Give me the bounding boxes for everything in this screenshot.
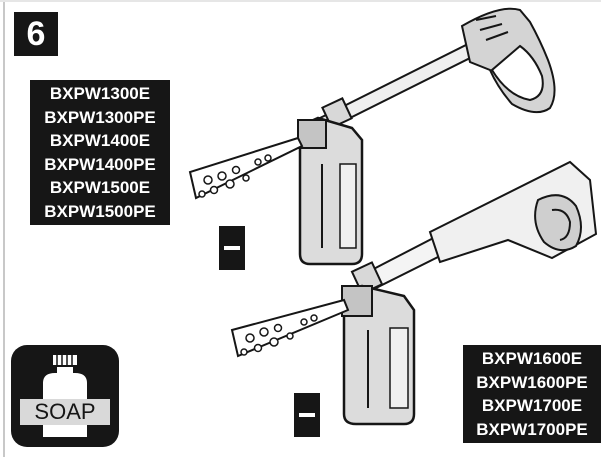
soap-bottle-icon xyxy=(43,355,87,437)
model-name: BXPW1600PE xyxy=(476,372,588,392)
spray-gun-icon xyxy=(318,7,556,132)
step-number: 6 xyxy=(14,12,58,56)
spray-mist-icon xyxy=(230,298,350,358)
model-name: BXPW1400E xyxy=(49,131,151,150)
detergent-tank-icon xyxy=(341,284,416,426)
model-name: BXPW1300PE xyxy=(44,107,156,127)
model-name: BXPW1500PE xyxy=(44,201,156,221)
soap-label: SOAP xyxy=(20,399,110,425)
spray-gun-icon xyxy=(350,160,598,295)
model-list-2: BXPW1600E BXPW1600PE BXPW1700E BXPW1700P… xyxy=(463,345,601,443)
model-name: BXPW1600E xyxy=(481,349,583,368)
detergent-tank-icon xyxy=(297,116,364,266)
minus-icon xyxy=(219,226,245,270)
soap-icon xyxy=(11,345,119,447)
model-name: BXPW1700E xyxy=(481,396,583,415)
minus-icon xyxy=(294,393,320,437)
model-list-1: BXPW1300E BXPW1300PE BXPW1400E BXPW1400P… xyxy=(30,80,170,225)
model-name: BXPW1400PE xyxy=(44,154,156,174)
model-name: BXPW1300E xyxy=(49,84,151,103)
spray-mist-icon xyxy=(188,136,304,200)
model-name: BXPW1500E xyxy=(49,178,151,197)
model-name: BXPW1700PE xyxy=(476,419,588,439)
